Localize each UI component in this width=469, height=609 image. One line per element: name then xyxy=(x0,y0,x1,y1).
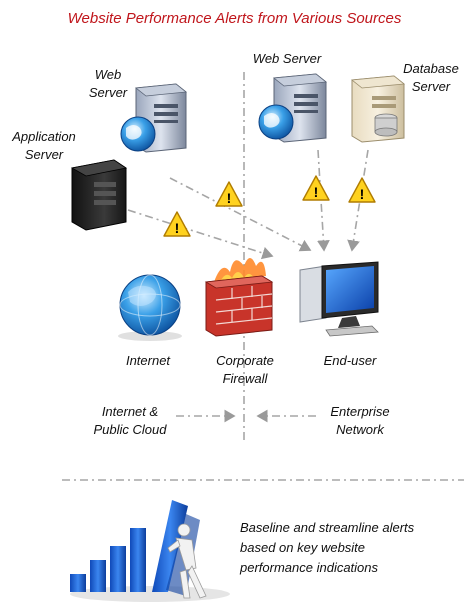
application-server-icon xyxy=(70,159,128,231)
label-web-server-left-line-2: Server xyxy=(88,85,128,100)
label-corporate-firewall-line-1: Corporate xyxy=(216,353,274,368)
label-internet-public-cloud-line-1: Internet & xyxy=(101,404,159,419)
label-application-server-line-1: Application xyxy=(12,129,76,144)
web-server-right-icon xyxy=(258,73,328,143)
label-enterprise-network: Enterprise Network xyxy=(312,403,408,439)
diagram-title: Website Performance Alerts from Various … xyxy=(67,10,402,27)
label-enterprise-network-line-2: Network xyxy=(336,422,384,437)
label-web-server-left-line-1: Web xyxy=(94,67,122,82)
label-database-server-line-1: Database xyxy=(403,61,459,76)
end-user-computer-icon xyxy=(299,261,379,337)
label-web-server-left: Web Server xyxy=(82,66,134,102)
label-web-server-right: Web Server xyxy=(252,51,322,66)
web-server-left-icon xyxy=(120,83,188,153)
alert-flows xyxy=(127,149,369,423)
label-internet: Internet xyxy=(125,353,171,368)
label-corporate-firewall: Corporate Firewall xyxy=(200,352,290,388)
footer-caption-line-2: based on key website xyxy=(240,540,366,555)
label-application-server-line-2: Server xyxy=(24,147,64,162)
footer-caption-line-3: performance indications xyxy=(240,560,379,575)
svg-text:!: ! xyxy=(227,190,232,206)
flow-application-server-to-end-user xyxy=(127,209,274,260)
svg-text:!: ! xyxy=(175,220,180,236)
label-database-server-line-2: Server xyxy=(411,79,451,94)
label-internet-public-cloud: Internet & Public Cloud xyxy=(80,403,180,439)
internet-globe-icon xyxy=(118,274,182,341)
label-corporate-firewall-line-2: Firewall xyxy=(222,371,268,386)
alert-icon-4: ! xyxy=(348,177,376,203)
firewall-icon xyxy=(204,258,274,337)
performance-chart-icon xyxy=(70,500,230,602)
label-database-server: Database Server xyxy=(396,60,466,96)
flow-database-server-to-end-user xyxy=(347,149,369,252)
database-server-icon xyxy=(350,75,406,143)
footer-caption-line-1: Baseline and streamline alerts xyxy=(240,520,415,535)
svg-text:!: ! xyxy=(314,184,319,200)
flow-web-server-left-to-end-user xyxy=(169,177,312,252)
label-enterprise-network-line-1: Enterprise xyxy=(330,404,390,419)
alert-icon-1: ! xyxy=(215,181,243,207)
svg-text:!: ! xyxy=(360,186,365,202)
alert-icon-2: ! xyxy=(163,211,191,237)
label-internet-public-cloud-line-2: Public Cloud xyxy=(93,422,167,437)
alert-icon-3: ! xyxy=(302,175,330,201)
label-application-server: Application Server xyxy=(2,128,86,164)
footer-caption: Baseline and streamline alerts based on … xyxy=(240,518,464,578)
label-end-user: End-user xyxy=(323,353,377,368)
